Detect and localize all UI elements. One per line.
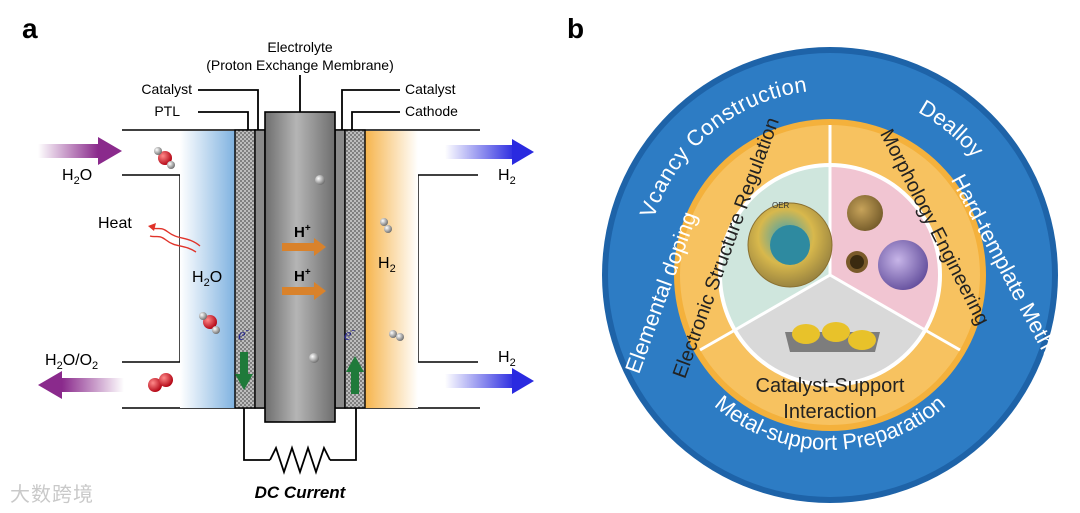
- electrolyte-label: Electrolyte: [267, 39, 333, 55]
- panel-a-letter: a: [22, 13, 38, 44]
- svg-text:H+: H+: [294, 223, 311, 241]
- h2-bottom-label: H2: [498, 349, 516, 369]
- proton-arrow-2: H+: [282, 267, 326, 300]
- membrane-label: (Proton Exchange Membrane): [206, 57, 394, 73]
- water-molecule-chamber: [199, 312, 220, 334]
- water-molecule-inlet: [154, 147, 175, 169]
- h2-chamber-label: H2: [378, 255, 396, 275]
- h2-outlet-top-arrow: [445, 139, 534, 165]
- supported-catalyst: [785, 322, 880, 352]
- h2o-o2-outlet-arrow: [38, 371, 124, 399]
- h2o-inlet-label: H2O: [62, 167, 92, 187]
- h2-top-label: H2: [498, 167, 516, 187]
- electron-arrow-left: e-: [235, 324, 253, 390]
- dc-circuit: [243, 408, 357, 475]
- catalyst-left-label: Catalyst: [141, 81, 192, 97]
- h2o-inlet-arrow: [38, 137, 122, 165]
- oxygen-molecule: [148, 373, 173, 392]
- h2-outlet-bottom-arrow: [445, 368, 534, 394]
- svg-text:OER: OER: [772, 201, 790, 210]
- core-shell-nanoparticle: OER: [747, 201, 833, 288]
- heat-arrows: [148, 223, 201, 253]
- leader-lines: [198, 75, 400, 130]
- middle-catalyst-support-label-2: Interaction: [783, 401, 876, 423]
- gdl-right: [344, 129, 366, 409]
- anode-chamber: [180, 131, 235, 408]
- electron-arrow-right: e-: [344, 324, 364, 394]
- h2o-o2-outlet-label: H2O/O2: [45, 352, 98, 372]
- watermark: 大数跨境: [10, 482, 94, 506]
- h2o-chamber-label: H2O: [192, 269, 222, 289]
- dc-current-label: DC Current: [255, 483, 347, 502]
- svg-text:e-: e-: [344, 324, 356, 344]
- svg-text:H+: H+: [294, 267, 311, 285]
- heat-label: Heat: [98, 215, 132, 232]
- catalyst-right: [334, 129, 346, 409]
- morphology-particles: [846, 195, 928, 290]
- cathode-chamber: [365, 131, 418, 408]
- strategy-wheel: OER Vcancy Construction Dealloy Hard-tem…: [602, 47, 1071, 503]
- cathode-label: Cathode: [405, 103, 458, 119]
- ptl-label: PTL: [154, 103, 180, 119]
- panel-b-letter: b: [567, 13, 584, 44]
- catalyst-left: [254, 129, 266, 409]
- middle-catalyst-support-label-1: Catalyst-Support: [756, 375, 905, 397]
- membrane: [264, 111, 336, 423]
- catalyst-right-label: Catalyst: [405, 81, 456, 97]
- svg-text:e-: e-: [238, 324, 250, 344]
- hydrogen-molecules: [309, 175, 404, 363]
- proton-arrow-1: H+: [282, 223, 326, 256]
